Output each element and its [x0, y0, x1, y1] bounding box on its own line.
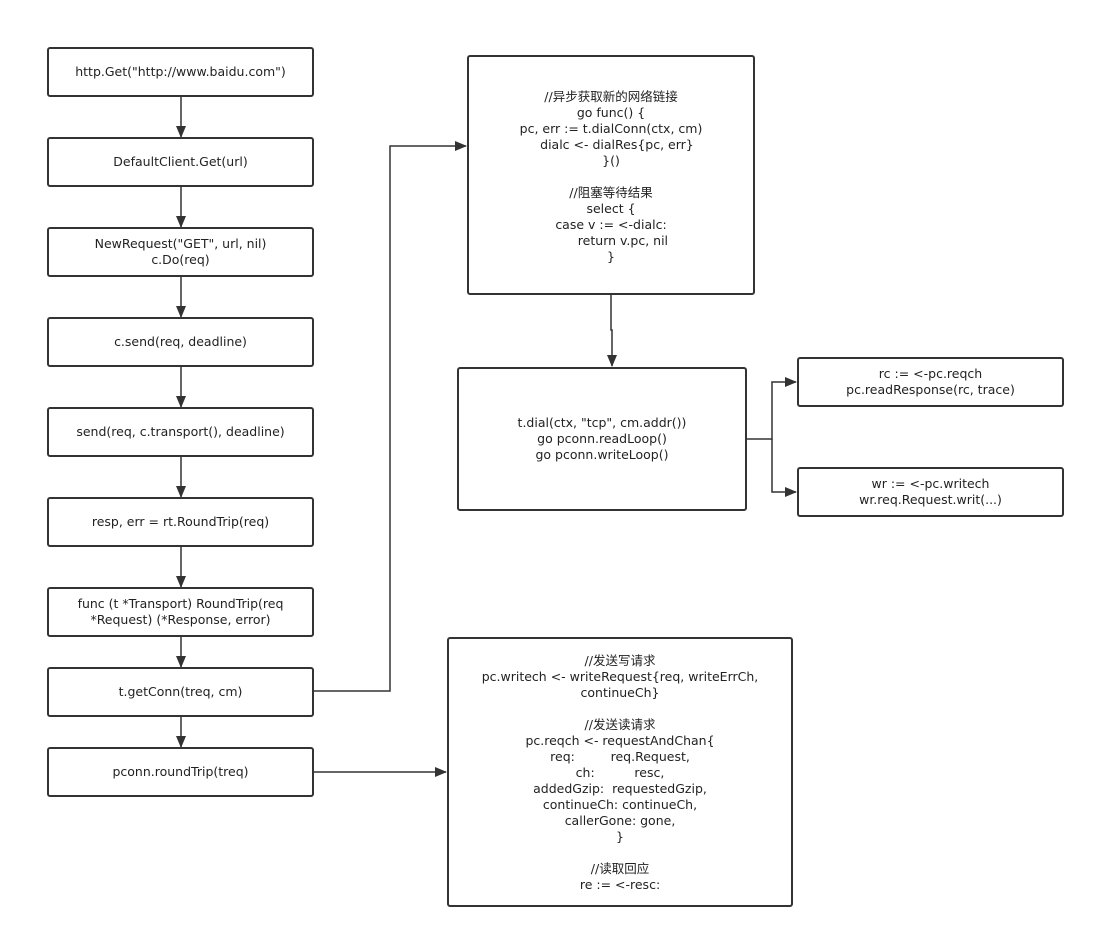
node-text-line: *Request) (*Response, error)	[90, 612, 271, 627]
node-text-line: pc.reqch <- requestAndChan{	[525, 733, 715, 748]
node-text-line: dialc <- dialRes{pc, err}	[528, 137, 694, 152]
node-text-line: continueCh: continueCh,	[542, 797, 698, 812]
node-text-line: c.Do(req)	[151, 252, 210, 267]
node-text-line: pc, err := t.dialConn(ctx, cm)	[519, 121, 703, 136]
node-text-line: select {	[586, 201, 636, 216]
node-c-send: c.send(req, deadline)	[47, 317, 314, 367]
node-text-line: pc.readResponse(rc, trace)	[846, 382, 1015, 397]
node-text-line: pconn.roundTrip(treq)	[112, 764, 249, 779]
node-text-line: send(req, c.transport(), deadline)	[76, 424, 285, 439]
node-text-line: ch: resc,	[575, 765, 665, 780]
node-text-line: return v.pc, nil	[553, 233, 669, 248]
node-send: send(req, c.transport(), deadline)	[47, 407, 314, 457]
node-default-client-get: DefaultClient.Get(url)	[47, 137, 314, 187]
node-text-line: req: req.Request,	[550, 749, 690, 764]
node-text-line: //阻塞等待结果	[569, 185, 653, 200]
node-text-line: re := <-resc:	[579, 877, 661, 892]
node-text-line: resp, err = rt.RoundTrip(req)	[91, 514, 270, 529]
node-get-conn: t.getConn(treq, cm)	[47, 667, 314, 717]
node-text-line: http.Get("http://www.baidu.com")	[75, 64, 286, 79]
node-http-get: http.Get("http://www.baidu.com")	[47, 47, 314, 97]
node-text-line: go pconn.readLoop()	[537, 431, 667, 446]
node-text-line: //发送写请求	[584, 653, 656, 668]
node-pconn-round-trip: pconn.roundTrip(treq)	[47, 747, 314, 797]
node-text-line: t.getConn(treq, cm)	[118, 684, 243, 699]
node-text-line: }()	[602, 153, 620, 168]
node-text-line: t.dial(ctx, "tcp", cm.addr())	[517, 415, 687, 430]
node-text-line: //发送读请求	[584, 717, 656, 732]
node-text-line: DefaultClient.Get(url)	[113, 154, 248, 169]
arrow-dial-block-to-t-dial	[607, 294, 617, 367]
arrow-t-dial-to-read-loop	[746, 377, 797, 440]
node-text-line: func (t *Transport) RoundTrip(req	[77, 596, 284, 611]
node-text-line: pc.writech <- writeRequest{req, writeErr…	[481, 669, 759, 684]
node-text-line: wr.req.Request.writ(...)	[859, 492, 1002, 507]
node-t-dial: t.dial(ctx, "tcp", cm.addr())go pconn.re…	[457, 367, 747, 511]
node-text-line: wr := <-pc.writech	[871, 476, 990, 491]
node-round-trip-call: resp, err = rt.RoundTrip(req)	[47, 497, 314, 547]
node-text-line: go pconn.writeLoop()	[535, 447, 669, 462]
arrow-t-dial-to-write-loop	[771, 439, 797, 497]
node-text-line: callerGone: gone,	[564, 813, 676, 828]
node-text-line: case v := <-dialc:	[555, 217, 667, 232]
node-text-line: }	[616, 829, 624, 844]
node-round-trip-func: func (t *Transport) RoundTrip(req*Reques…	[47, 587, 314, 637]
node-text-line: go func() {	[576, 105, 646, 120]
node-text-line: rc := <-pc.reqch	[878, 366, 983, 381]
node-new-request: NewRequest("GET", url, nil)c.Do(req)	[47, 227, 314, 277]
node-text-line: //异步获取新的网络链接	[544, 89, 678, 104]
node-text-line: NewRequest("GET", url, nil)	[94, 236, 267, 251]
node-text-line: }	[607, 249, 615, 264]
node-text-line: //读取回应	[590, 861, 650, 876]
node-text-line: continueCh}	[580, 685, 660, 700]
node-text-line: addedGzip: requestedGzip,	[533, 781, 707, 796]
node-text-line: c.send(req, deadline)	[114, 334, 247, 349]
arrow-get-conn-to-dial-block	[313, 141, 467, 692]
